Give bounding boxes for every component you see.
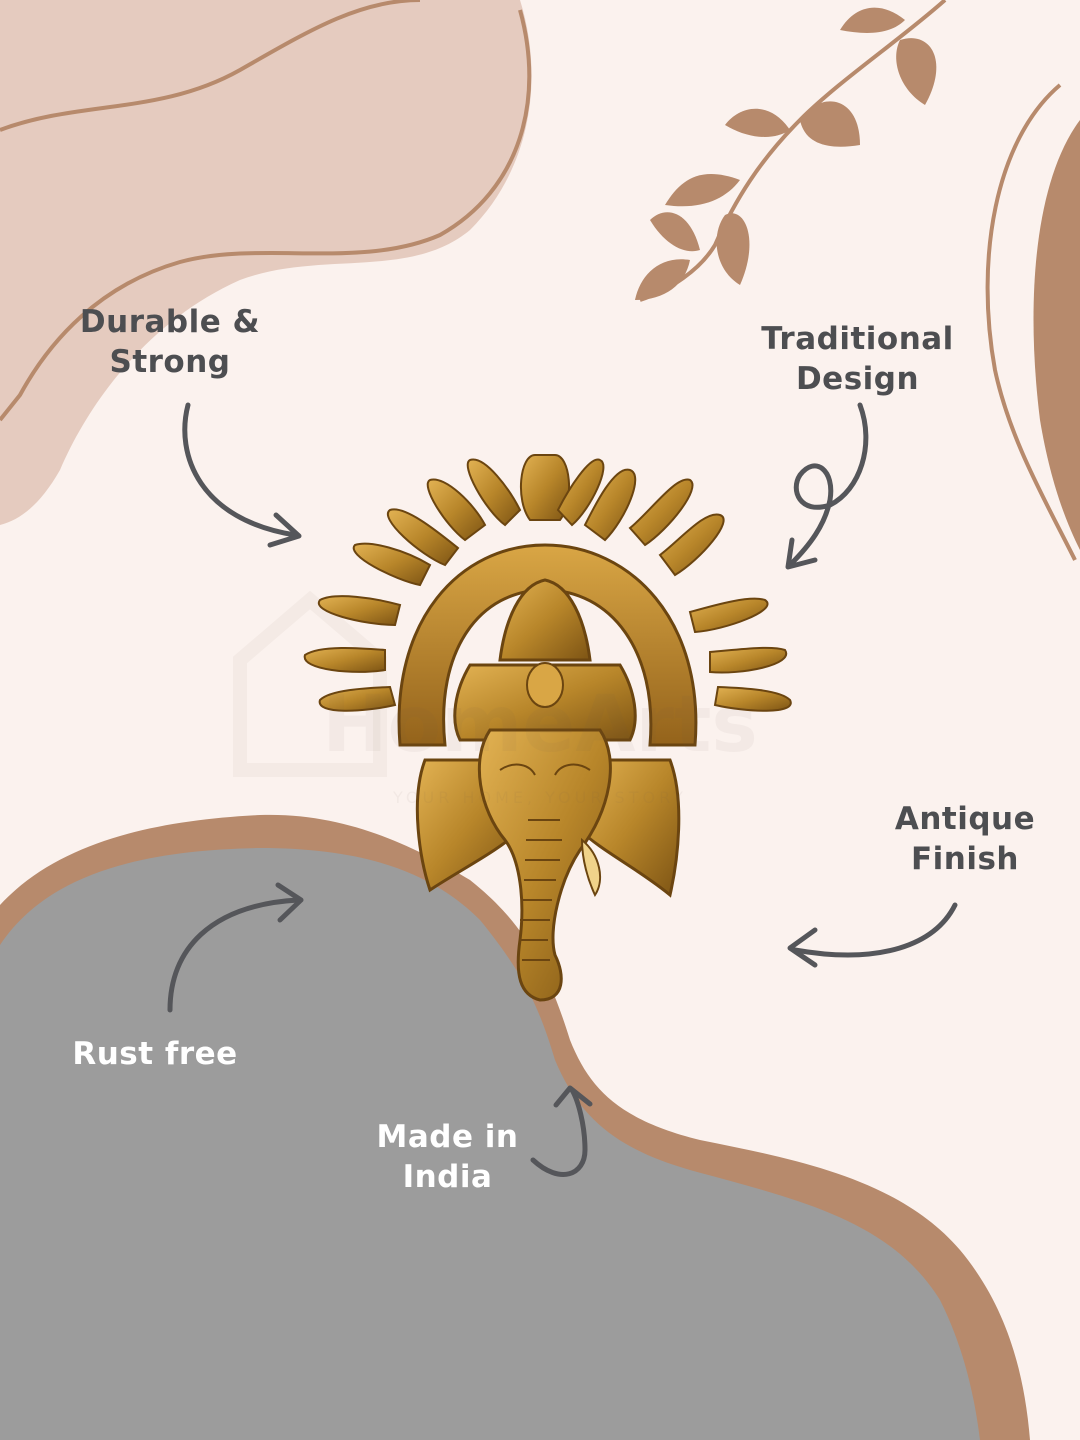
arrow-traditional-icon <box>787 402 869 568</box>
arrow-durable-icon <box>182 402 298 538</box>
feature-rust-line1: Rust free <box>72 1036 238 1072</box>
watermark-brand: HomeArts <box>250 680 830 770</box>
feature-rust-label: Rust free <box>50 1034 260 1074</box>
gray-blob <box>0 848 980 1440</box>
feature-durable-line2: Strong <box>109 344 231 380</box>
blush-blob <box>0 0 532 525</box>
ganesha-idol-icon <box>303 454 792 1002</box>
arrow-durable-head <box>267 512 302 548</box>
watermark-tagline: YOUR HOME, YOUR STORY <box>330 788 750 807</box>
arrow-india-head <box>553 1085 593 1108</box>
arrow-traditional-head <box>785 537 818 570</box>
branch-icon <box>635 0 947 302</box>
feature-traditional-label: Traditional Design <box>740 319 975 399</box>
arrow-rust-icon <box>167 897 301 1013</box>
feature-india-label: Made in India <box>355 1117 540 1197</box>
feature-durable-line1: Durable & <box>79 304 261 340</box>
right-arc-line <box>985 83 1077 561</box>
top-curve-line <box>0 0 421 132</box>
feature-antique-line2: Finish <box>910 841 1020 877</box>
arrow-antique-icon <box>792 902 958 958</box>
feature-traditional-line2: Design <box>795 361 920 397</box>
watermark-brand-text: HomeArts <box>322 680 758 770</box>
feature-durable-label: Durable & Strong <box>55 302 285 382</box>
arrow-rust-head <box>275 882 304 923</box>
right-arc-solid <box>1033 120 1080 550</box>
feature-antique-label: Antique Finish <box>870 799 1060 879</box>
feature-traditional-line1: Traditional <box>761 321 954 357</box>
arrow-india-icon <box>530 1087 588 1177</box>
left-curve-line <box>0 9 532 422</box>
watermark-tagline-text: YOUR HOME, YOUR STORY <box>393 788 687 807</box>
feature-india-line1: Made in <box>376 1119 519 1155</box>
watermark-logo <box>233 590 387 777</box>
feature-india-line2: India <box>402 1159 493 1195</box>
arrow-antique-head <box>787 927 818 968</box>
feature-antique-line1: Antique <box>894 801 1036 837</box>
